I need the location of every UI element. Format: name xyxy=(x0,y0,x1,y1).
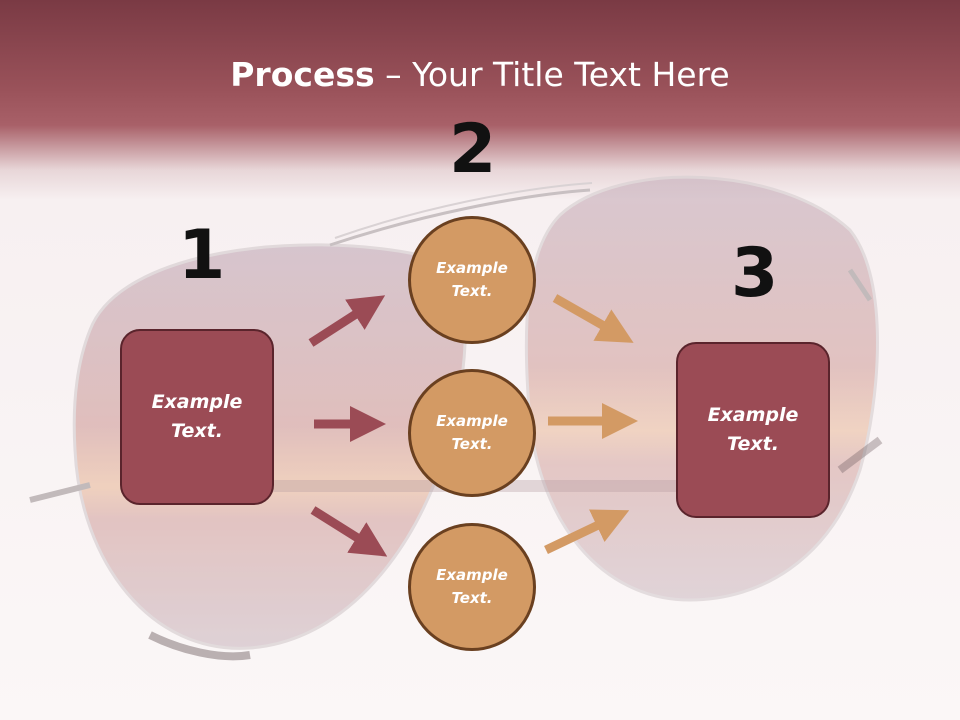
step-number-1: 1 xyxy=(178,216,226,295)
right-box: Example Text. xyxy=(676,342,830,518)
right-box-line1: Example xyxy=(707,403,799,426)
circle-top-line1: Example xyxy=(436,258,508,277)
circle-bottom-line2: Text. xyxy=(451,589,493,607)
circle-bottom-line1: Example xyxy=(436,565,508,584)
circle-top-line2: Text. xyxy=(451,282,493,300)
slide-title: Process – Your Title Text Here xyxy=(0,55,960,94)
circle-top: Example Text. xyxy=(408,216,536,344)
title-dash: – xyxy=(374,55,413,94)
circle-middle-line1: Example xyxy=(436,411,508,430)
title-rest: Your Title Text Here xyxy=(412,55,730,94)
circle-middle-line2: Text. xyxy=(451,435,493,453)
left-box: Example Text. xyxy=(120,329,274,505)
left-box-line2: Text. xyxy=(171,420,223,442)
right-box-line2: Text. xyxy=(727,433,779,455)
title-bold: Process xyxy=(230,55,375,94)
step-number-3: 3 xyxy=(731,234,779,313)
circle-middle: Example Text. xyxy=(408,369,536,497)
step-number-2: 2 xyxy=(449,110,497,189)
circle-bottom: Example Text. xyxy=(408,523,536,651)
left-box-line1: Example xyxy=(151,390,243,413)
